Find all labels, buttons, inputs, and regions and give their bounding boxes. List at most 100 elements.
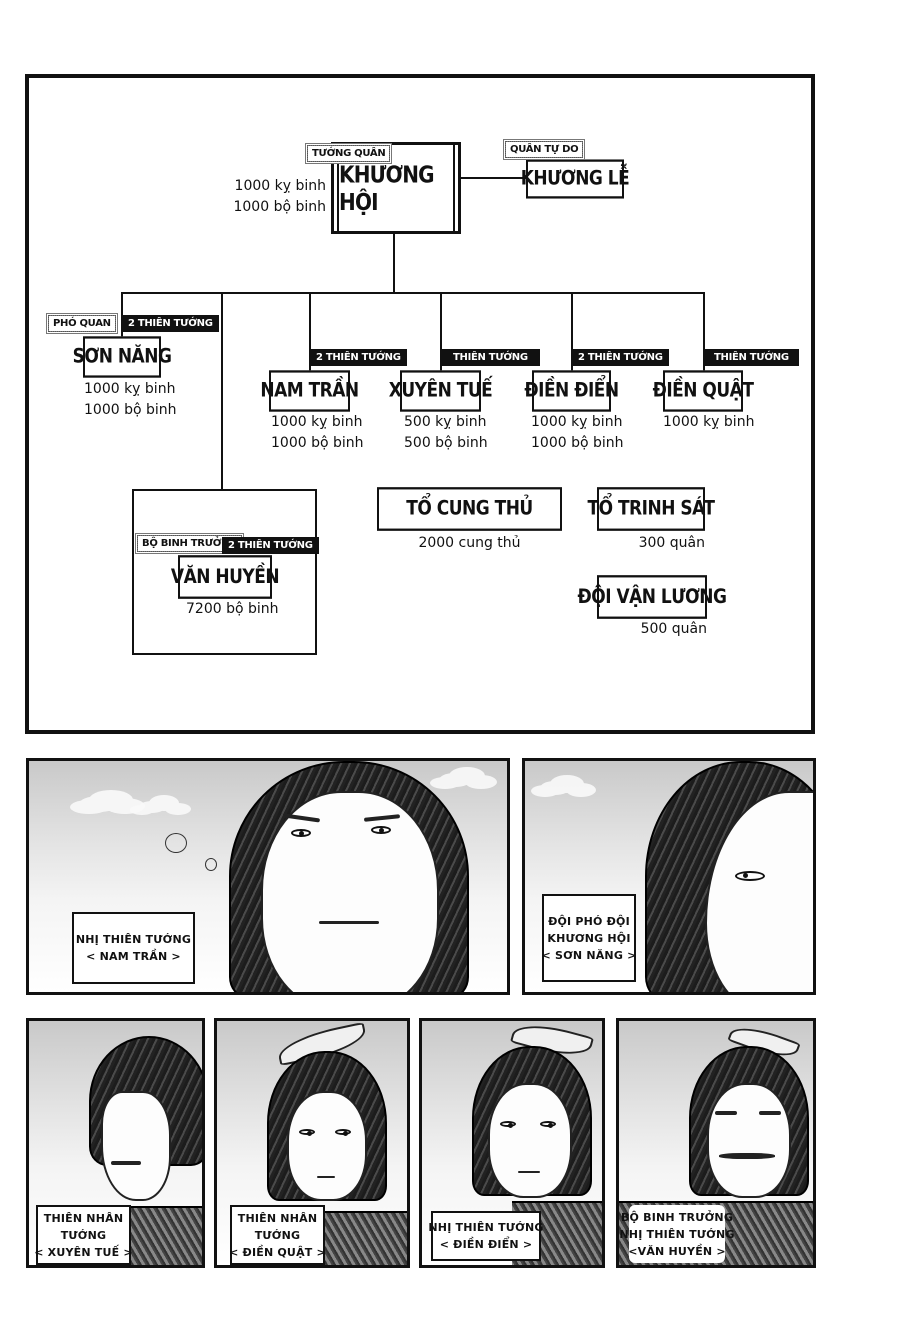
caption-box: BỘ BINH TRƯỞNG NHỊ THIÊN TƯỚNG <VĂN HUYỀ…	[619, 1205, 734, 1263]
infantry-chief-role-tag: BỘ BINH TRƯỞNG	[135, 533, 245, 554]
manga-panel-xuyen-tue: THIÊN NHÂN TƯỚNG < XUYÊN TUẾ >	[26, 1018, 205, 1268]
caption-line: THIÊN NHÂN	[237, 1211, 318, 1225]
caption-line: < ĐIỀN QUẬT >	[229, 1245, 326, 1259]
caption-line: TƯỚNG	[254, 1228, 301, 1242]
connector-xuyen-tue	[440, 292, 442, 372]
general-rank-tag: 2 THIÊN TƯỚNG	[310, 349, 407, 366]
caption-line: BỘ BINH TRƯỞNG	[620, 1210, 734, 1224]
caption-line: < NAM TRẦN >	[86, 950, 181, 963]
caption-line: NHỊ THIÊN TƯỚNG	[619, 1227, 735, 1241]
character-face	[488, 1083, 572, 1198]
general-rank-tag: THIÊN TƯỚNG	[704, 349, 799, 366]
free-army-role-tag: QUÂN TỰ DO	[503, 139, 586, 160]
sweat-bubble	[165, 833, 187, 853]
eye	[735, 871, 765, 881]
sweat-bubble	[205, 858, 217, 871]
troop-count: 7200 bộ binh	[186, 601, 279, 617]
general-troops: 500 kỵ binh 500 bộ binh	[404, 412, 488, 454]
caption-line: TƯỚNG	[60, 1228, 107, 1242]
general-troops: 1000 kỵ binh	[663, 412, 754, 433]
commander-troops: 1000 kỵ binh 1000 bộ binh	[232, 176, 326, 218]
character-face	[101, 1091, 171, 1201]
character-face	[707, 1083, 791, 1198]
eye	[500, 1121, 516, 1128]
manga-panel-van-huyen: BỘ BINH TRƯỞNG NHỊ THIÊN TƯỚNG <VĂN HUYỀ…	[616, 1018, 816, 1268]
troop-count: 1000 kỵ binh	[531, 414, 623, 430]
cloud	[79, 796, 119, 812]
cloud	[139, 801, 165, 813]
eye	[335, 1129, 351, 1136]
caption-line: < XUYÊN TUẾ >	[34, 1245, 133, 1259]
caption-line: <VĂN HUYỀN >	[628, 1244, 726, 1258]
connector-dien-dien	[571, 292, 573, 372]
unit-troops-archers: 2000 cung thủ	[418, 535, 521, 551]
general-name-xuyen-tue: XUYÊN TUẾ	[389, 370, 493, 412]
general-troops: 1000 kỵ binh 1000 bộ binh	[271, 412, 364, 454]
infantry-chief-rank-tag: 2 THIÊN TƯỚNG	[222, 537, 319, 554]
commander-name: KHƯƠNG HỘI	[337, 142, 455, 234]
troop-count: 1000 kỵ binh	[663, 414, 755, 430]
troop-count: 500 bộ binh	[404, 435, 488, 451]
general-name-dien-dien: ĐIỀN ĐIỂN	[524, 370, 619, 412]
vice-commander-role-tag: PHÓ QUAN	[46, 313, 118, 334]
mustache	[111, 1161, 141, 1165]
troop-count: 1000 kỵ binh	[234, 178, 326, 194]
caption-line: THIÊN NHÂN	[43, 1211, 124, 1225]
character-face	[287, 1091, 367, 1201]
cloud	[540, 781, 570, 795]
manga-panel-nam-tran: NHỊ THIÊN TƯỚNG < NAM TRẦN >	[26, 758, 510, 995]
vice-commander-rank-tag: 2 THIÊN TƯỚNG	[122, 315, 219, 332]
troop-count: 1000 bộ binh	[271, 435, 364, 451]
connector-nam-tran	[309, 292, 311, 372]
general-name-dien-quat: ĐIỀN QUẬT	[653, 370, 754, 412]
character-armor	[119, 1206, 202, 1265]
mouth	[317, 1176, 335, 1178]
troop-count: 1000 kỵ binh	[271, 414, 363, 430]
general-rank-tag: THIÊN TƯỚNG	[441, 349, 540, 366]
connector-van-huyen	[221, 292, 223, 490]
caption-line: NHỊ THIÊN TƯỚNG	[428, 1221, 544, 1234]
manga-panel-son-nang: ĐỘI PHÓ ĐỘI KHƯƠNG HỘI < SƠN NĂNG >	[522, 758, 816, 995]
troop-count: 1000 bộ binh	[531, 435, 624, 451]
character-face	[261, 791, 439, 992]
troop-count: 1000 bộ binh	[233, 199, 326, 215]
caption-line: < ĐIỀN ĐIỂN >	[439, 1238, 533, 1251]
general-troops: 1000 kỵ binh 1000 bộ binh	[531, 412, 624, 454]
connector-commander-freearmy	[461, 177, 527, 179]
eye	[371, 826, 391, 834]
caption-box: NHỊ THIÊN TƯỚNG < ĐIỀN ĐIỂN >	[428, 1211, 544, 1261]
connector-commander-down	[393, 234, 395, 292]
caption-box: NHỊ THIÊN TƯỚNG < NAM TRẦN >	[72, 912, 195, 984]
caption-box: THIÊN NHÂN TƯỚNG < ĐIỀN QUẬT >	[229, 1205, 326, 1265]
eyebrow	[759, 1111, 781, 1115]
caption-box: THIÊN NHÂN TƯỚNG < XUYÊN TUẾ >	[34, 1205, 133, 1265]
manga-panel-dien-dien: NHỊ THIÊN TƯỚNG < ĐIỀN ĐIỂN >	[419, 1018, 605, 1268]
eyebrow	[715, 1111, 737, 1115]
vice-commander-troops: 1000 kỵ binh 1000 bộ binh	[84, 379, 177, 421]
mouth	[518, 1171, 540, 1173]
vice-commander-name: SƠN NĂNG	[73, 336, 172, 378]
infantry-chief-group	[132, 489, 317, 655]
mouth	[319, 921, 379, 924]
caption-line: ĐỘI PHÓ ĐỘI	[548, 914, 630, 928]
unit-name-scouts: TỔ TRINH SÁT	[587, 487, 715, 531]
eye	[299, 1129, 315, 1136]
mustache	[719, 1153, 775, 1159]
infantry-chief-name: VĂN HUYỀN	[171, 555, 280, 599]
caption-line: NHỊ THIÊN TƯỚNG	[75, 933, 192, 946]
general-name-nam-tran: NAM TRẦN	[260, 370, 359, 412]
connector-main-branch	[121, 292, 704, 294]
troop-count: 500 kỵ binh	[404, 414, 487, 430]
general-rank-tag: 2 THIÊN TƯỚNG	[572, 349, 669, 366]
unit-name-supply: ĐỘI VẬN LƯƠNG	[578, 575, 727, 619]
troop-count: 1000 bộ binh	[84, 402, 177, 418]
caption-box: ĐỘI PHÓ ĐỘI KHƯƠNG HỘI < SƠN NĂNG >	[542, 894, 636, 982]
cloud	[439, 773, 471, 787]
caption-line: < SƠN NĂNG >	[541, 948, 637, 962]
eye	[540, 1121, 556, 1128]
eye	[291, 829, 311, 837]
commander-role-tag: TƯỚNG QUÂN	[305, 143, 393, 164]
caption-line: KHƯƠNG HỘI	[547, 931, 631, 945]
unit-troops-scouts: 300 quân	[638, 535, 705, 551]
infantry-chief-troops: 7200 bộ binh	[186, 599, 279, 620]
